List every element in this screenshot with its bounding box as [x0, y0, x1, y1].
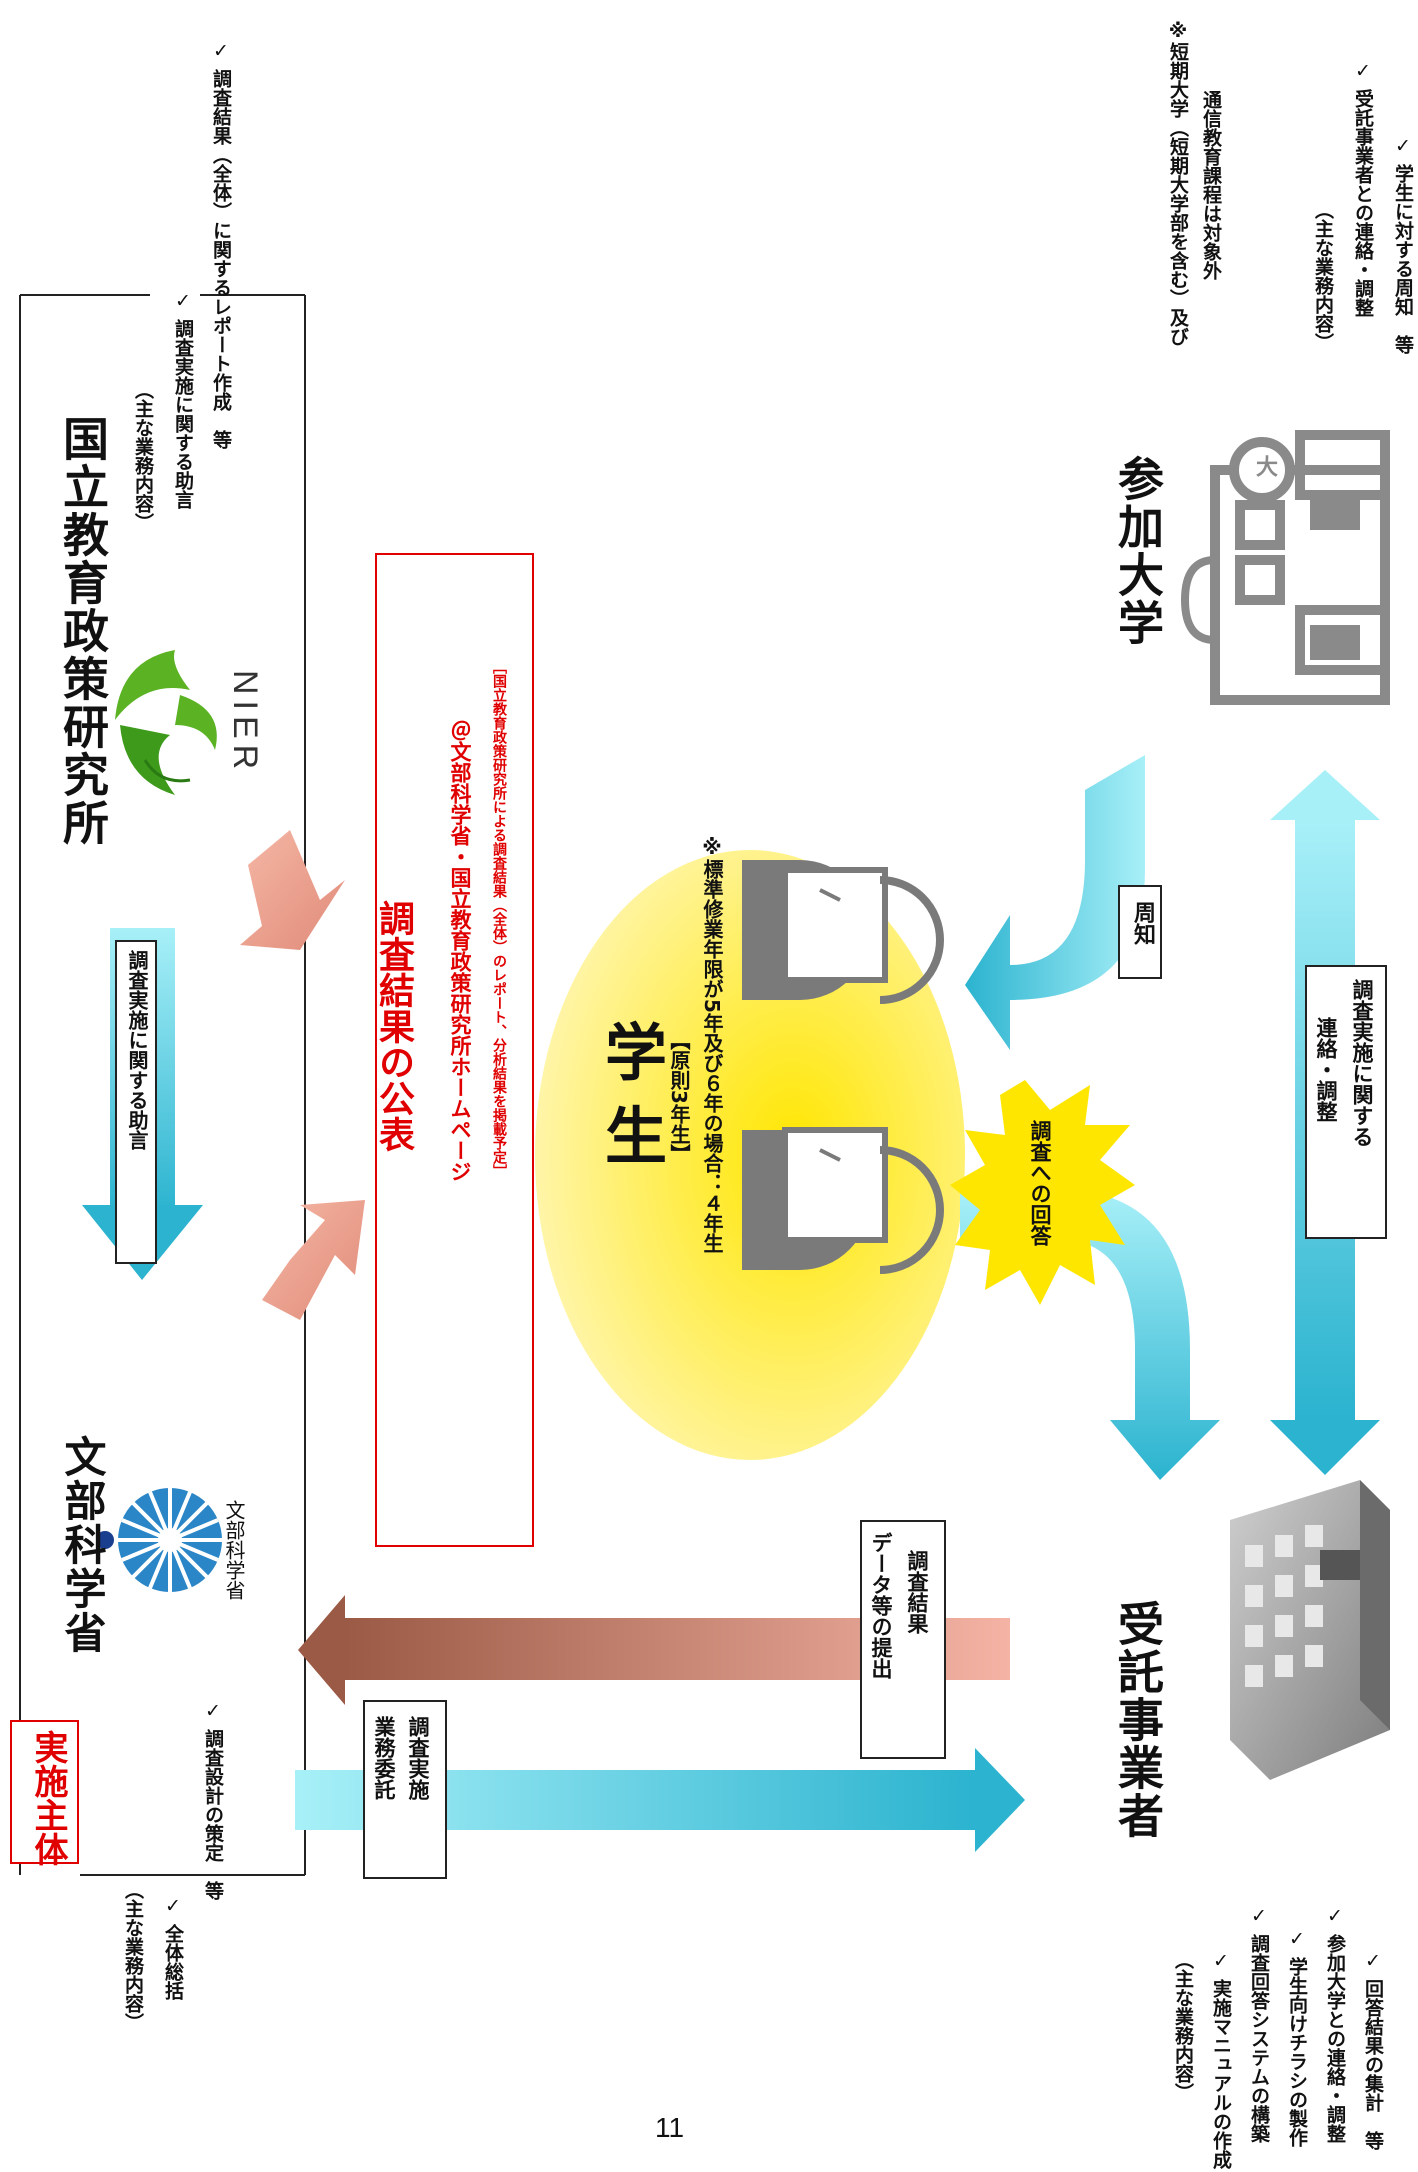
nier-logo-mark: [115, 650, 217, 795]
contractor-duty-4: ✓ 参加大学との連絡・調整: [1324, 1905, 1346, 2143]
mext-name: 文部科学省: [58, 1435, 107, 1655]
nier-name: 国立教育政策研究所: [56, 415, 110, 847]
check-mark: ✓: [162, 1895, 184, 1917]
implementing-body-bracket: [19, 294, 306, 1876]
contractor-building: [1230, 1480, 1390, 1780]
submission-arrow-label: 調査結果 データ等の提出: [860, 1520, 946, 1759]
check-mark: ✓: [1392, 135, 1414, 157]
nier-duty-2: ✓ 調査結果（全体）に関するレポート作成 等: [210, 40, 232, 449]
university-duty-1: ✓ 受託事業者との連絡・調整: [1352, 60, 1374, 317]
students-subtitle: 【原則3年生】: [667, 1030, 691, 1164]
implementing-body-duties-heading: （主な業務内容）: [122, 1880, 144, 2032]
university-name: 参加大学: [1111, 455, 1165, 647]
university-duty-2: ✓ 学生に対する周知 等: [1392, 135, 1414, 354]
university-note-line1: ※短期大学（短期大学部を含む）及び: [1167, 20, 1189, 346]
student-figure-upper: [742, 860, 944, 1004]
contractor-name: 受託事業者: [1111, 1600, 1165, 1840]
university-icon-badge: 大: [1252, 455, 1277, 477]
response-label: 調査への回答: [1028, 1120, 1052, 1246]
publication-arrow-lower: [262, 1200, 365, 1320]
advice-arrow-label: 調査実施に関する助言: [115, 940, 157, 1264]
check-mark: ✓: [1210, 1950, 1232, 1972]
implementing-body-badge-text: 実施主体: [28, 1730, 68, 1866]
check-mark: ✓: [202, 1700, 224, 1722]
students-title: 学 生: [594, 1020, 667, 1166]
check-mark: ✓: [1362, 1950, 1384, 1972]
commission-arrow-label: 調査実施 業務委託: [363, 1700, 447, 1879]
mext-logo-mark: [96, 1488, 222, 1592]
students-note: ※標準修業年限が5年及び６年の場合：４年生: [700, 835, 724, 1253]
student-figure-lower: [742, 1127, 944, 1274]
university-note-line2: 通信教育課程は対象外: [1200, 90, 1222, 280]
university-duties-heading: （主な業務内容）: [1312, 200, 1334, 352]
response-arrow: [960, 1190, 1220, 1480]
contractor-duties-heading: （主な業務内容）: [1172, 1950, 1194, 2102]
check-mark: ✓: [172, 290, 194, 312]
page-number: 11: [655, 2112, 685, 2143]
contractor-duty-5: ✓ 回答結果の集計 等: [1362, 1950, 1384, 2150]
response-starburst: [950, 1080, 1135, 1305]
publication-location: ＠文部科学省・国立教育政策研究所ホームページ: [448, 720, 472, 1182]
nier-duties-heading: （主な業務内容）: [132, 380, 154, 532]
publication-box: 調査結果の公表 ＠文部科学省・国立教育政策研究所ホームページ ［国立教育政策研究…: [373, 553, 534, 1547]
check-mark: ✓: [1248, 1905, 1270, 1927]
publication-note: ［国立教育政策研究所による調査結果（全体）のレポート、分析結果を掲載予定］: [491, 660, 507, 1178]
implementing-body-badge: 実施主体: [10, 1720, 79, 1866]
contractor-duty-2: ✓ 調査回答システムの構築: [1248, 1905, 1270, 2143]
nier-logo-text: NIER: [226, 670, 264, 776]
publication-title: 調査結果の公表: [373, 900, 414, 1152]
contractor-duty-3: ✓ 学生向けチラシの製作: [1286, 1928, 1308, 2147]
notice-arrow-label: 周知: [1118, 885, 1162, 979]
check-mark: ✓: [1324, 1905, 1346, 1927]
coordination-arrow-label: 調査実施に関する 連絡・調整: [1305, 965, 1387, 1239]
publication-arrow-upper: [240, 830, 345, 950]
implementing-body-duty-1: ✓ 全体総括: [162, 1895, 184, 2000]
check-mark: ✓: [1286, 1928, 1308, 1950]
notice-arrow: [965, 755, 1145, 1050]
implementing-body-duty-2: ✓ 調査設計の策定 等: [202, 1700, 224, 1900]
nier-duty-1: ✓ 調査実施に関する助言: [172, 290, 194, 509]
contractor-duty-1: ✓ 実施マニュアルの作成: [1210, 1950, 1232, 2169]
check-mark: ✓: [210, 40, 232, 62]
university-building: [1180, 430, 1390, 705]
check-mark: ✓: [1352, 60, 1374, 82]
mext-logo-caption: 文部科学省: [222, 1500, 246, 1600]
